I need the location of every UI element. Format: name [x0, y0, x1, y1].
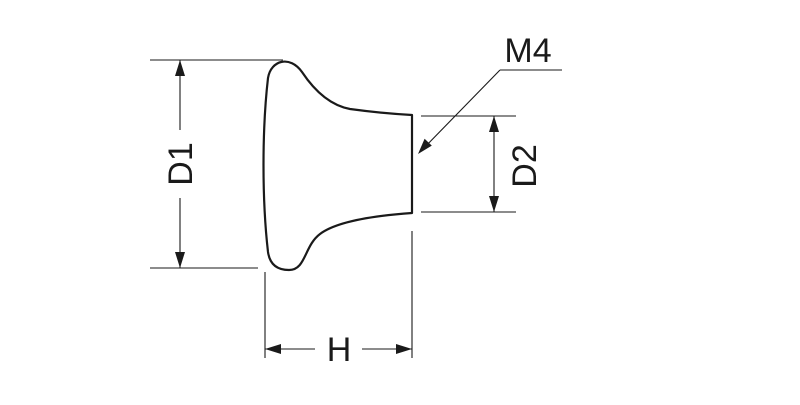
d2-dimension: D2 [421, 115, 544, 213]
h-arrow-left [265, 344, 281, 354]
h-dimension: H [264, 231, 413, 369]
d2-arrow-top [489, 116, 499, 132]
thread-callout: M4 [418, 32, 562, 154]
knob-outline [262, 60, 414, 272]
h-label: H [327, 331, 352, 369]
d1-arrow-bottom [175, 252, 185, 268]
d2-label: D2 [506, 144, 544, 187]
d1-dimension: D1 [150, 59, 283, 269]
d1-label: D1 [162, 142, 200, 185]
h-arrow-right [396, 344, 412, 354]
thread-leader-line [420, 69, 501, 152]
thread-leader-arrow [418, 138, 432, 154]
thread-label: M4 [504, 32, 551, 70]
d2-arrow-bottom [489, 196, 499, 212]
d1-arrow-top [175, 60, 185, 76]
